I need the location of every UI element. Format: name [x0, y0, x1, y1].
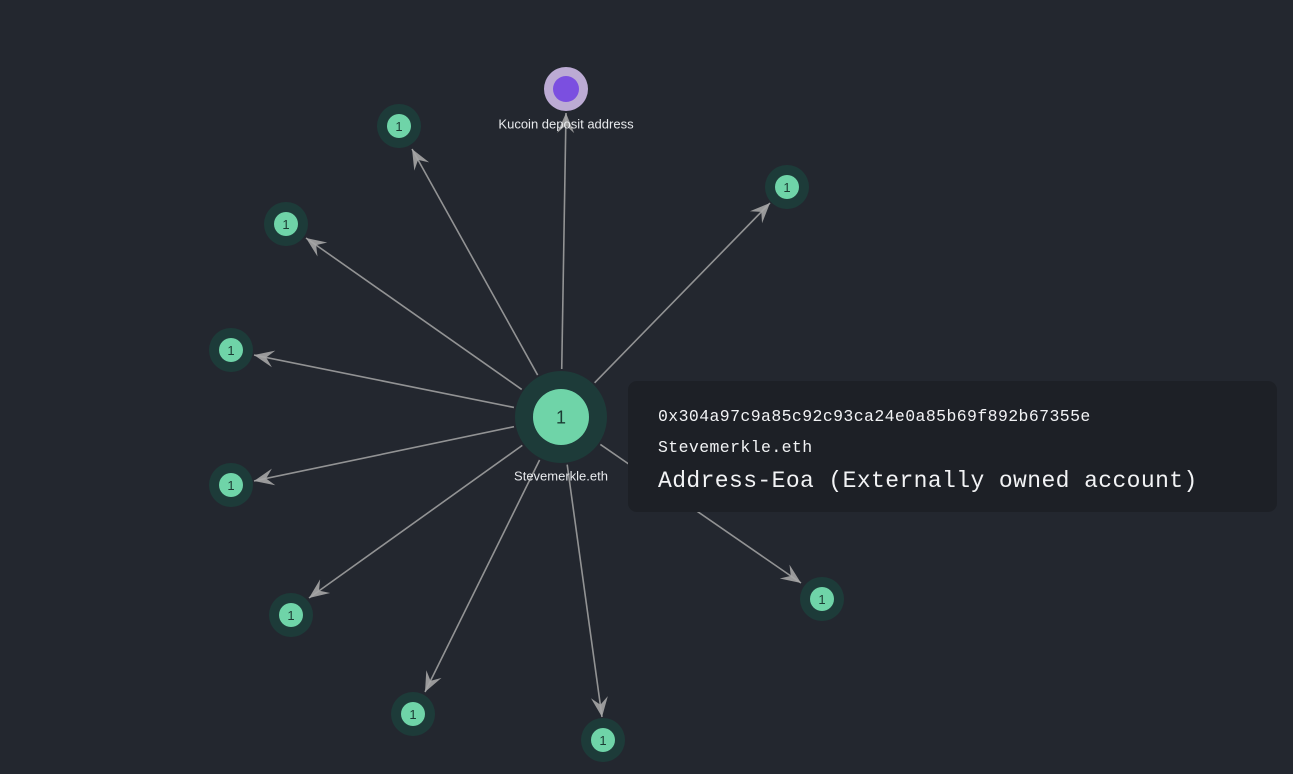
node-core [810, 587, 834, 611]
node-core [591, 728, 615, 752]
tooltip-address: 0x304a97c9a85c92c93ca24e0a85b69f892b6735… [658, 407, 1091, 426]
node-count: 1 [282, 217, 289, 232]
node-count: 1 [395, 119, 402, 134]
node-core [401, 702, 425, 726]
node-core [775, 175, 799, 199]
node-count: 1 [599, 733, 606, 748]
graph-node-s8[interactable]: 1 [800, 577, 844, 621]
tooltip-ens-name: Stevemerkle.eth [658, 438, 813, 457]
graph-node-s7[interactable]: 1 [581, 718, 625, 762]
node-count: 1 [227, 343, 234, 358]
graph-node-s4[interactable]: 1 [209, 463, 253, 507]
graph-node-s2[interactable]: 1 [264, 202, 308, 246]
node-core [279, 603, 303, 627]
node-core [387, 114, 411, 138]
graph-node-s9[interactable]: 1 [765, 165, 809, 209]
node-count: 1 [783, 180, 790, 195]
node-label: Stevemerkle.eth [514, 468, 608, 483]
node-count: 1 [287, 608, 294, 623]
node-count: 1 [556, 408, 566, 428]
node-core [219, 473, 243, 497]
edges-layer [253, 112, 802, 718]
node-count: 1 [409, 707, 416, 722]
node-core [274, 212, 298, 236]
graph-node-s1[interactable]: 1 [377, 104, 421, 148]
node-label: Kucoin deposit address [498, 116, 634, 131]
node-core [533, 389, 589, 445]
tooltip-entity-type: Address-Eoa (Externally owned account) [658, 468, 1198, 494]
node-core [219, 338, 243, 362]
node-count: 1 [818, 592, 825, 607]
graph-node-s6[interactable]: 1 [391, 692, 435, 736]
node-count: 1 [227, 478, 234, 493]
node-detail-tooltip: 0x304a97c9a85c92c93ca24e0a85b69f892b6735… [628, 381, 1277, 512]
graph-node-s3[interactable]: 1 [209, 328, 253, 372]
graph-node-s5[interactable]: 1 [269, 593, 313, 637]
graph-node-kucoin-deposit-address[interactable]: Kucoin deposit address [498, 67, 634, 131]
node-core [553, 76, 579, 102]
